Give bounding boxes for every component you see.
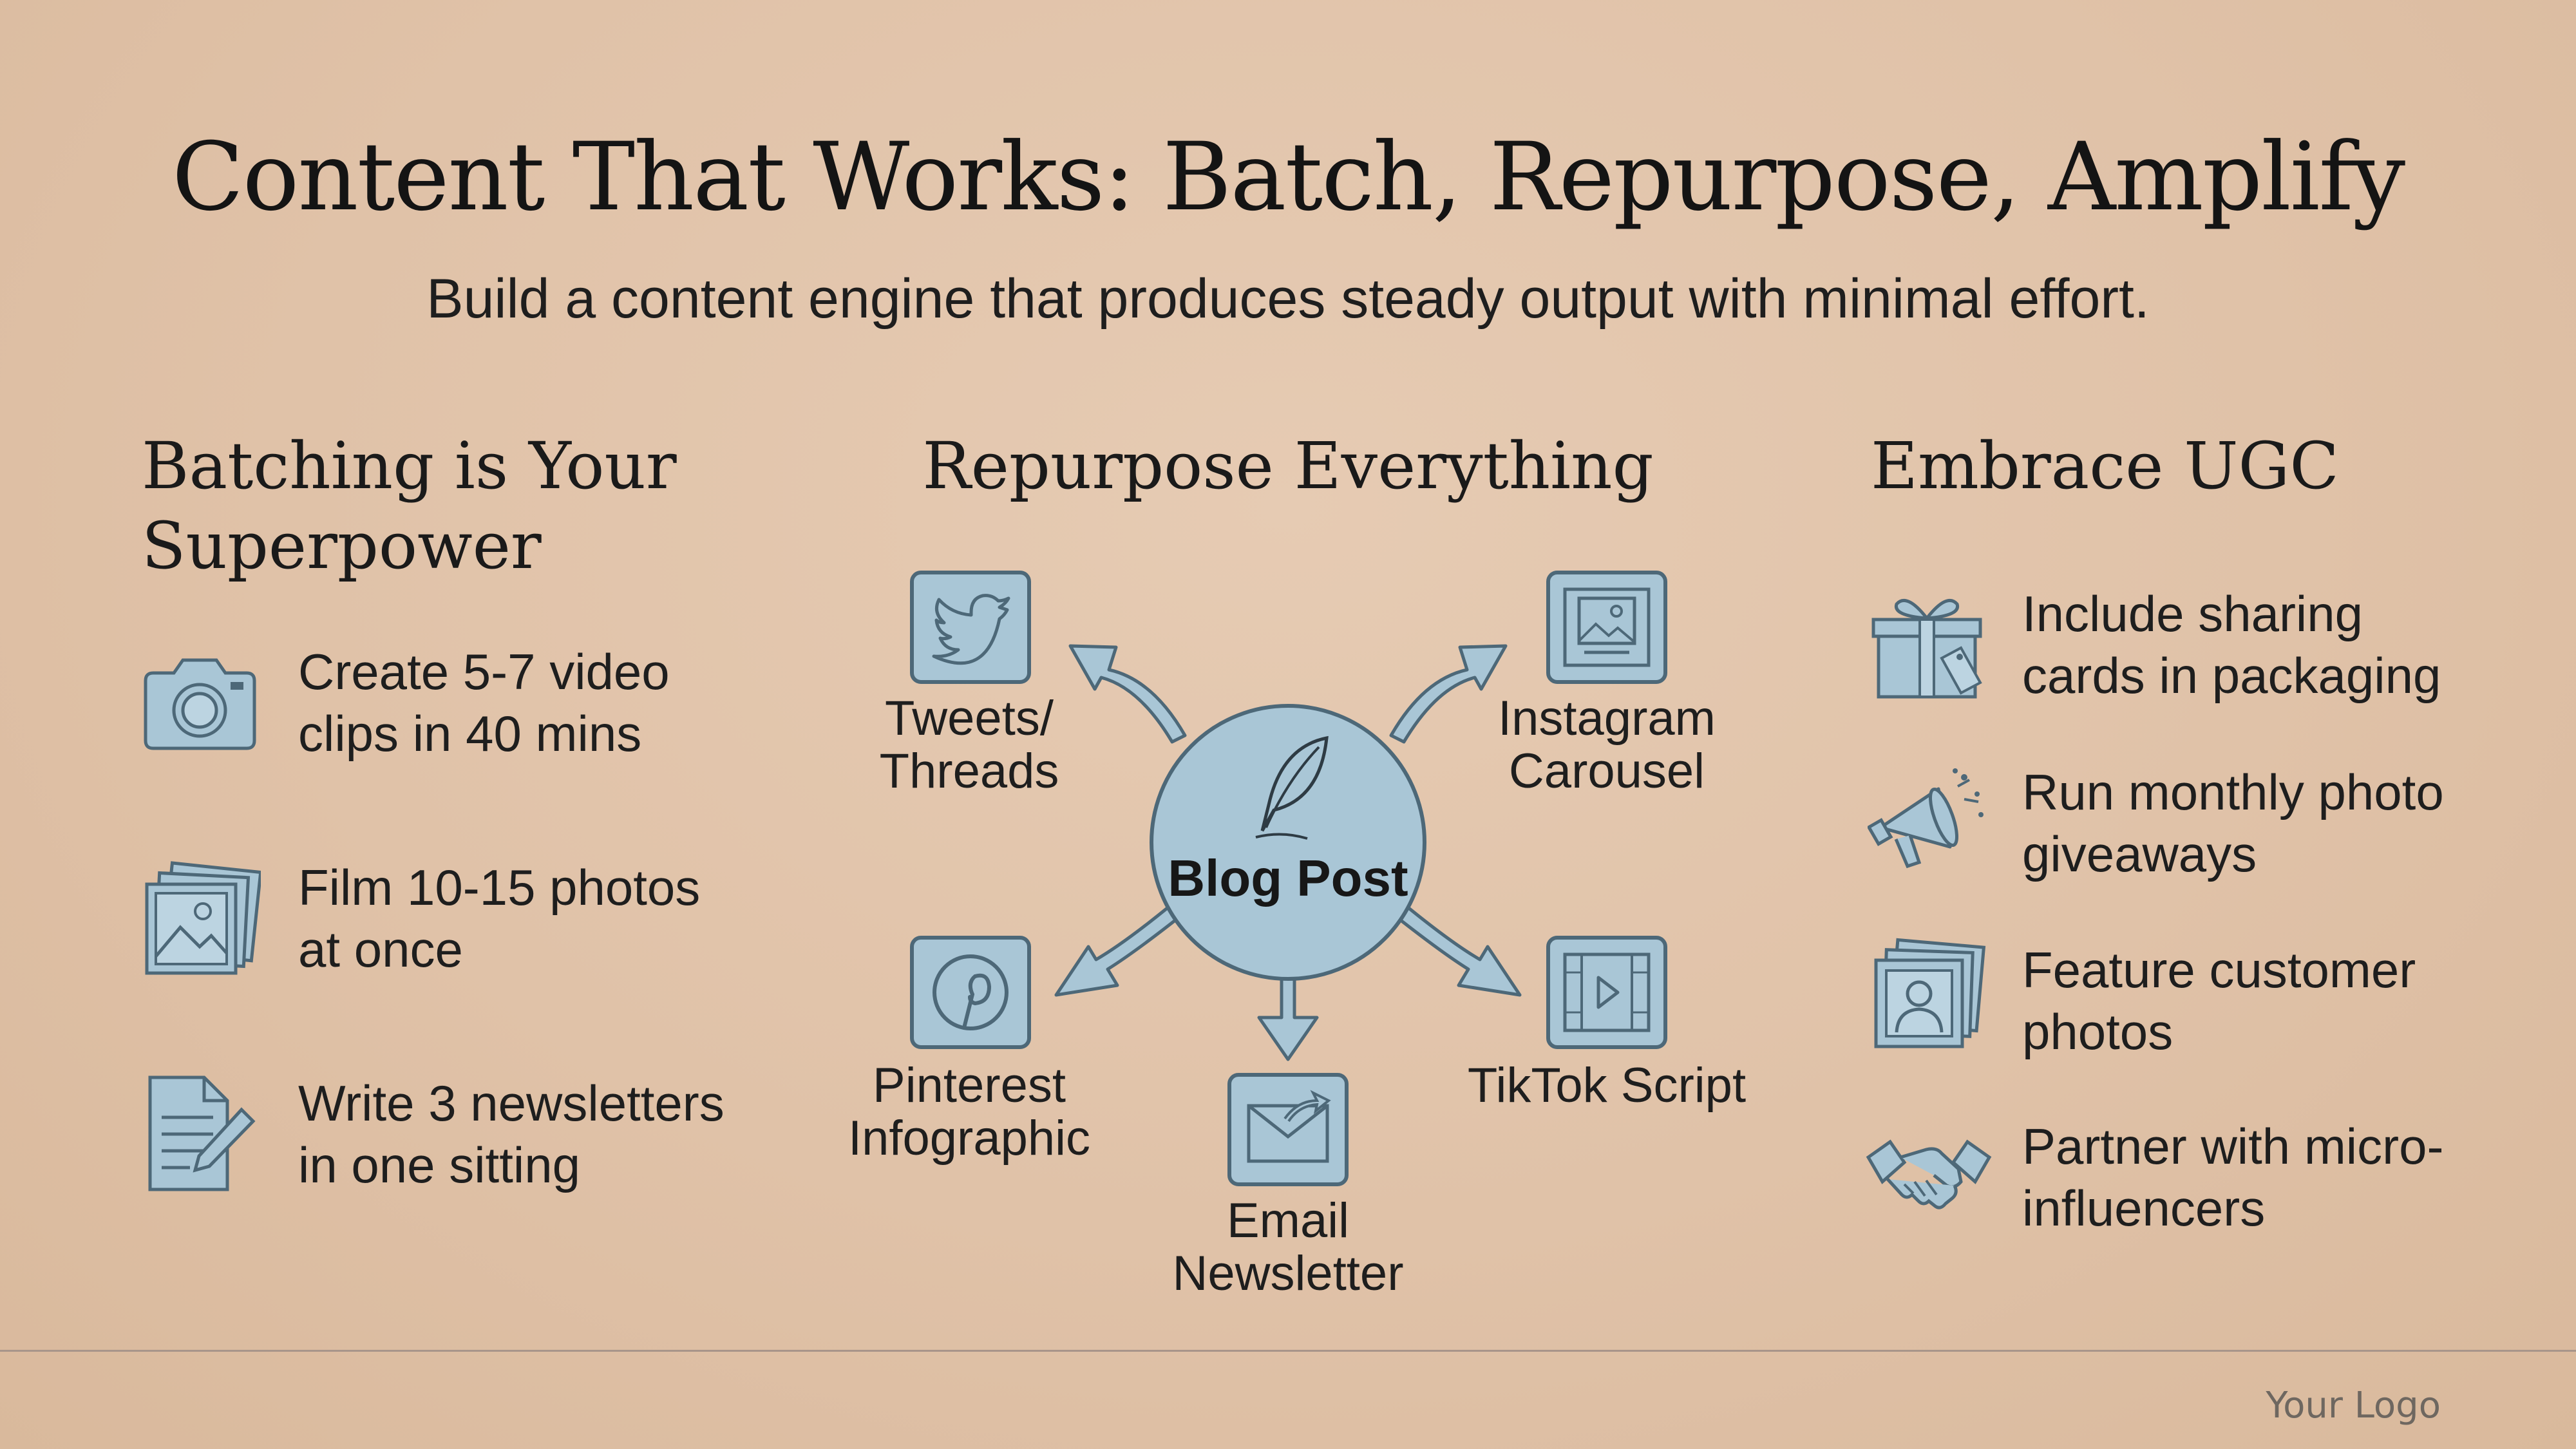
- carousel-icon: [1546, 570, 1668, 685]
- repurpose-heading: Repurpose Everything: [922, 428, 1654, 504]
- portrait-photos-icon: [1871, 937, 1987, 1053]
- photos-icon: [142, 860, 261, 979]
- ugc-item-2: Run monthly photo giveaways: [2022, 764, 2444, 882]
- node-label-instagram: Instagram Carousel: [1498, 691, 1716, 799]
- ugc-item-4: Partner with micro-influencers: [2022, 1118, 2444, 1236]
- batching-heading: Batching is Your Superpower: [142, 428, 677, 583]
- twitter-bird-icon: [909, 570, 1032, 685]
- hub-circle: [1150, 704, 1426, 981]
- camera-icon: [140, 654, 260, 753]
- document-pen-icon: [145, 1072, 258, 1195]
- page-subtitle: Build a content engine that produces ste…: [426, 268, 2150, 330]
- pinterest-icon: [909, 935, 1032, 1050]
- handshake-icon: [1864, 1124, 1993, 1220]
- ugc-item-3: Feature customer photos: [2022, 942, 2416, 1060]
- batching-item-1: Create 5-7 video clips in 40 mins: [298, 643, 670, 762]
- hub-label: Blog Post: [1168, 849, 1408, 907]
- envelope-icon: [1227, 1072, 1349, 1187]
- node-label-email: Email Newsletter: [1172, 1193, 1404, 1301]
- ugc-item-1: Include sharing cards in packaging: [2022, 585, 2441, 704]
- node-label-tiktok: TikTok Script: [1467, 1058, 1747, 1113]
- page-title: Content That Works: Batch, Repurpose, Am…: [171, 122, 2405, 232]
- logo-placeholder: Your Logo: [2266, 1385, 2441, 1426]
- gift-icon: [1871, 586, 1987, 702]
- node-label-tweets: Tweets/ Threads: [879, 691, 1059, 799]
- ugc-heading: Embrace UGC: [1871, 428, 2339, 504]
- node-label-pinterest: Pinterest Infographic: [848, 1058, 1091, 1166]
- video-play-icon: [1546, 935, 1668, 1050]
- batching-item-2: Film 10-15 photos at once: [298, 859, 701, 978]
- footer-divider: [0, 1350, 2576, 1352]
- feather-quill-icon: [1243, 734, 1333, 844]
- batching-item-3: Write 3 newsletters in one sitting: [298, 1075, 724, 1193]
- megaphone-icon: [1868, 763, 1987, 876]
